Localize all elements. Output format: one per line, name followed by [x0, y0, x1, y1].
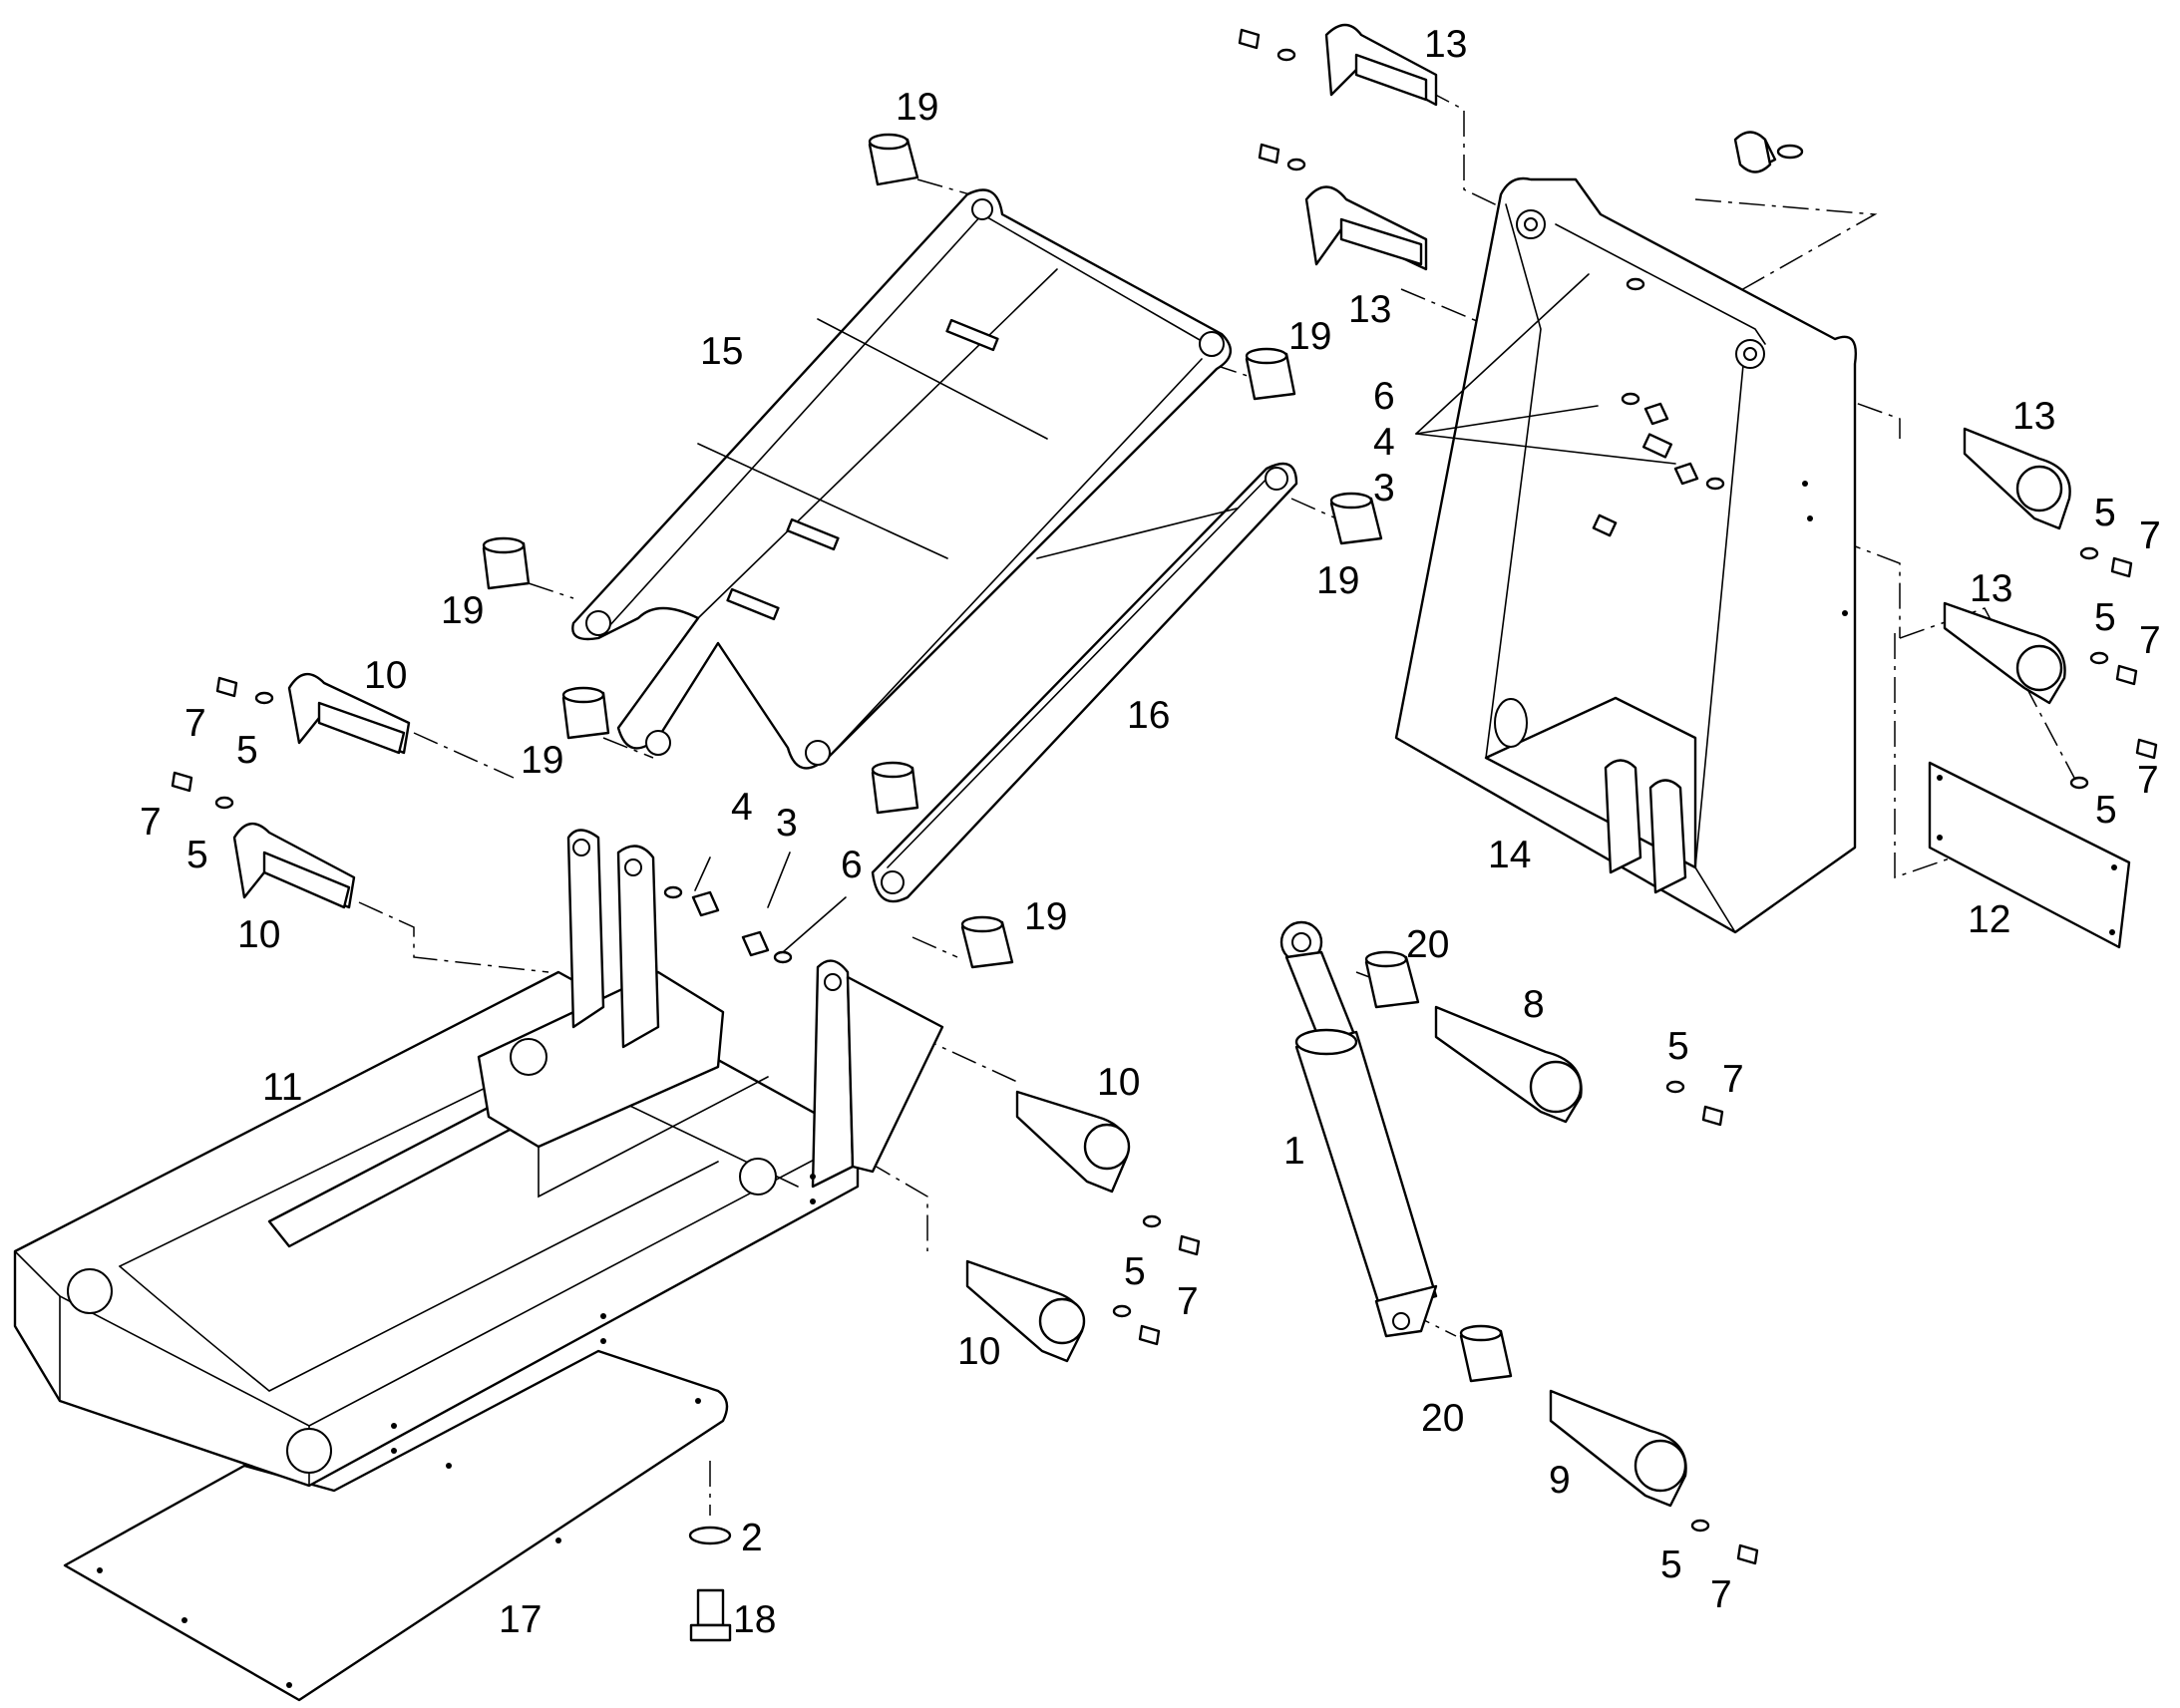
hardware: [171, 28, 2158, 1642]
callout-16: 16: [1127, 694, 1170, 737]
callout-13: 13: [1970, 567, 2012, 610]
callout-5: 5: [1660, 1543, 1682, 1586]
bushings-20: [1364, 950, 1513, 1383]
upper-arm-frame: [571, 188, 1232, 770]
callout-5: 5: [2094, 492, 2116, 534]
callout-5: 5: [1124, 1250, 1146, 1293]
callout-7: 7: [2139, 619, 2161, 662]
callout-5: 5: [2094, 492, 2116, 534]
callout-20: 20: [1406, 923, 1449, 966]
callout-11: 11: [262, 1066, 303, 1109]
callout-19: 19: [1288, 315, 1331, 358]
callout-13: 13: [1424, 23, 1467, 66]
callout-6: 6: [1373, 375, 1395, 418]
base-frame: [13, 829, 944, 1488]
callout-13: 13: [1348, 288, 1391, 331]
bottom-cover-plate: [63, 1349, 729, 1702]
callout-19: 19: [521, 739, 563, 782]
callout-13: 13: [2012, 395, 2055, 438]
callout-10: 10: [237, 913, 280, 956]
callout-12: 12: [1968, 898, 2010, 941]
callout-17: 17: [499, 1598, 542, 1641]
callout-14: 14: [1488, 834, 1531, 876]
callout-3: 3: [776, 802, 798, 845]
callout-4: 4: [731, 786, 753, 829]
callout-7: 7: [2139, 514, 2161, 557]
callout-2: 2: [741, 1517, 763, 1559]
callout-5: 5: [1667, 1025, 1689, 1068]
callout-10: 10: [1097, 1061, 1140, 1104]
callout-10: 10: [957, 1330, 1000, 1373]
hydraulic-cylinder: [1279, 920, 1438, 1338]
callout-1: 1: [1283, 1130, 1305, 1173]
callout-7: 7: [1710, 1573, 1732, 1616]
callout-20: 20: [1421, 1397, 1464, 1440]
callout-7: 7: [1177, 1280, 1199, 1323]
bushings-19: [482, 133, 1383, 969]
callout-19: 19: [896, 86, 938, 129]
callout-10: 10: [364, 654, 407, 697]
callout-labels: 1 2 3 3 4 4 5 5 5 5 5 5 5 5 5 6 6 7 7 7 …: [140, 23, 2161, 1641]
callout-18: 18: [733, 1598, 776, 1641]
side-cover-plate: [1928, 761, 2131, 949]
callout-15: 15: [700, 330, 743, 373]
link-rod: [871, 462, 1298, 903]
callout-7: 7: [1722, 1058, 1744, 1101]
callout-7: 7: [140, 801, 162, 844]
callout-5: 5: [236, 729, 258, 772]
callout-4: 4: [1373, 421, 1395, 464]
pins: [232, 23, 2071, 1508]
callout-19: 19: [1316, 559, 1359, 602]
tower-frame: [1394, 176, 1857, 934]
callout-19: 19: [1024, 895, 1067, 938]
callout-3: 3: [1373, 467, 1395, 510]
leader-arrows: [694, 273, 1676, 953]
callout-7: 7: [184, 702, 206, 745]
callout-19: 19: [441, 589, 484, 632]
callout-7: 7: [2137, 759, 2159, 802]
callout-5: 5: [2095, 789, 2117, 832]
callout-9: 9: [1549, 1459, 1571, 1502]
callout-8: 8: [1523, 983, 1545, 1026]
callout-6: 6: [841, 844, 863, 886]
callout-5: 5: [186, 834, 208, 876]
callout-7: 7: [2139, 514, 2161, 557]
callout-5: 5: [2094, 596, 2116, 639]
